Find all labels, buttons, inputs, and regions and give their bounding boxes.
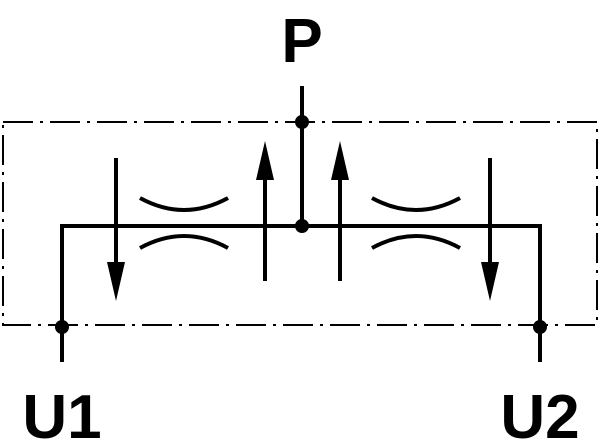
junction-dot-p-housing [295, 115, 309, 129]
port-label-p: P [281, 7, 322, 76]
throttle-right-upper [371, 196, 461, 212]
port-label-u2: U2 [500, 383, 579, 446]
throttle-right-lower [371, 234, 461, 250]
distribution-line [60, 224, 542, 362]
junction-dot-center [295, 219, 309, 233]
port-label-u1: U1 [22, 383, 101, 446]
flow-arrows [107, 141, 499, 301]
throttle-left-lower [139, 234, 229, 250]
junction-dots [55, 115, 547, 334]
throttle-symbols [139, 196, 461, 250]
junction-dot-u1 [55, 320, 69, 334]
junction-dot-u2 [533, 320, 547, 334]
throttle-left-upper [139, 196, 229, 212]
